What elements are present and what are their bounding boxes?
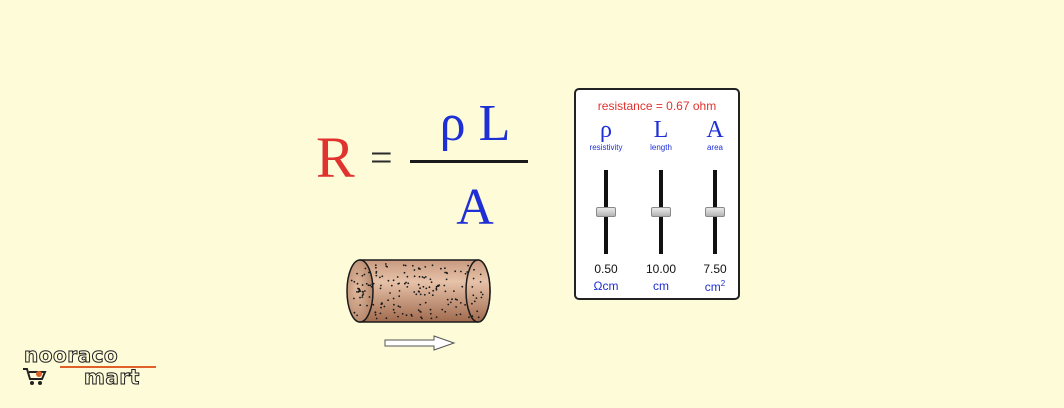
length-unit: cm [637, 279, 685, 293]
shopping-cart-icon [22, 366, 50, 388]
area-label: area [691, 143, 739, 153]
area-unit-exponent: 2 [721, 279, 725, 288]
length-slider-thumb[interactable] [651, 207, 671, 217]
area-unit: cm2 [691, 279, 739, 294]
resistivity-symbol: ρ [582, 118, 630, 142]
resistance-readout: resistance = 0.67 ohm [576, 99, 738, 113]
resistivity-unit: Ωcm [582, 279, 630, 293]
resistivity-header: ρ resistivity [582, 118, 630, 153]
area-symbol: A [691, 118, 739, 142]
area-slider-thumb[interactable] [705, 207, 725, 217]
formula-equals-sign: = [370, 138, 393, 178]
logo-text-line1: nooraco [24, 344, 118, 366]
formula-fraction-bar [410, 160, 528, 163]
logo-text-line2: mart [84, 366, 140, 388]
length-label: length [637, 143, 685, 153]
formula-denominator: A [420, 180, 530, 236]
resistivity-value: 0.50 [582, 262, 630, 276]
resistance-control-panel: resistance = 0.67 ohm ρ resistivity L le… [574, 88, 740, 300]
area-value: 7.50 [691, 262, 739, 276]
area-unit-base: cm [705, 280, 721, 294]
area-header: A area [691, 118, 739, 153]
length-value: 10.00 [637, 262, 685, 276]
length-symbol: L [637, 118, 685, 142]
length-header: L length [637, 118, 685, 153]
resistivity-slider-thumb[interactable] [596, 207, 616, 217]
current-direction-arrow-icon [384, 335, 456, 351]
brand-logo: nooraco mart [22, 344, 172, 394]
resistivity-label: resistivity [582, 143, 630, 153]
formula-numerator: ρ L [420, 96, 530, 152]
formula-resistance-symbol: R [316, 128, 355, 188]
wire-cylinder-illustration [342, 256, 494, 326]
